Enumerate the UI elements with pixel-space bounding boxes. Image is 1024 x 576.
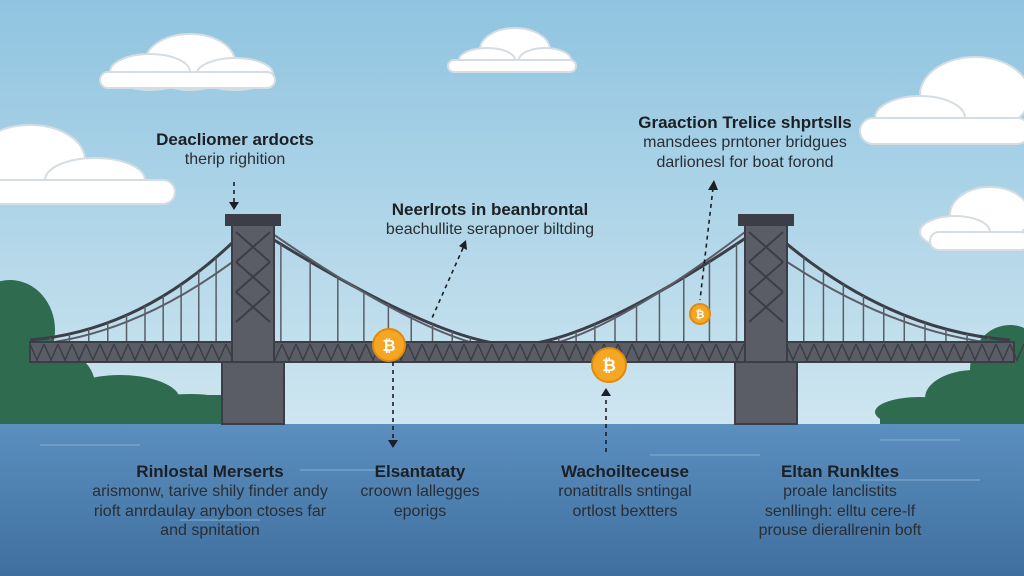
right-bank-trees bbox=[875, 325, 1024, 427]
annotation-top-center: Neerlrots in beanbrontal beachullite ser… bbox=[355, 200, 625, 240]
svg-text:₿: ₿ bbox=[382, 337, 395, 355]
annotation-top-left: Deacliomer ardocts therip righition bbox=[140, 130, 330, 170]
annotation-text: ortlost bextters bbox=[572, 502, 678, 520]
pointer-arrow bbox=[699, 187, 714, 301]
annotation-title: Neerlrots in beanbrontal bbox=[391, 200, 589, 219]
annotation-text: darlionesl for boat forond bbox=[656, 153, 834, 171]
left-tower bbox=[221, 214, 285, 425]
annotation-text: proale lanclistits bbox=[783, 483, 897, 501]
annotation-text: mansdees prntoner bridgues bbox=[643, 134, 847, 152]
annotation-title: Elsantataty bbox=[374, 462, 466, 481]
annotation-title: Deacliomer ardocts bbox=[156, 130, 314, 149]
annotation-text: arismonw, tarive shily finder andy bbox=[92, 483, 328, 501]
right-tower bbox=[734, 214, 798, 425]
bitcoin-coin-icon: ₿ bbox=[689, 303, 711, 325]
water-ripples bbox=[40, 439, 980, 521]
annotation-text: beachullite serapnoer biltding bbox=[385, 221, 595, 239]
annotation-top-right: Graaction Trelice shprtslls mansdees prn… bbox=[620, 113, 870, 172]
cloud bbox=[859, 56, 1024, 145]
annotation-text: and spnitation bbox=[160, 521, 260, 539]
annotation-title: Eltan Runkltes bbox=[780, 462, 900, 481]
svg-text:₿: ₿ bbox=[602, 356, 616, 375]
bitcoin-coin-icon: ₿ bbox=[591, 347, 627, 383]
cloud bbox=[919, 186, 1024, 251]
annotation-text: prouse dierallrenin boft bbox=[758, 521, 922, 539]
cloud bbox=[447, 27, 577, 73]
annotation-title: Wachoilteceuse bbox=[561, 462, 689, 481]
annotation-bottom-1: Rinlostal Merserts arismonw, tarive shil… bbox=[70, 462, 350, 540]
annotation-pointers bbox=[229, 180, 718, 452]
annotation-text: croown lallegges bbox=[360, 483, 480, 501]
bitcoin-coin-icon: ₿ bbox=[372, 328, 406, 362]
bridge-deck bbox=[29, 341, 1024, 363]
annotation-text: rioft anrdaulay anybon ctoses far bbox=[93, 502, 327, 520]
svg-text:₿: ₿ bbox=[696, 309, 705, 321]
annotation-title: Rinlostal Merserts bbox=[136, 462, 284, 481]
cloud bbox=[0, 124, 176, 205]
annotation-text: senllingh: elltu cere-lf bbox=[764, 502, 916, 520]
annotation-bottom-2: Elsantataty croown lallegges eporigs bbox=[340, 462, 500, 521]
annotation-title: Graaction Trelice shprtslls bbox=[638, 113, 852, 132]
annotation-bottom-3: Wachoilteceuse ronatitralls sntingal ort… bbox=[530, 462, 720, 521]
river bbox=[0, 424, 1024, 576]
annotation-text: eporigs bbox=[393, 502, 447, 520]
annotation-text: ronatitralls sntingal bbox=[558, 483, 692, 501]
annotation-bottom-4: Eltan Runkltes proale lanclistits senlli… bbox=[735, 462, 945, 540]
annotation-text: therip righition bbox=[184, 151, 286, 169]
cloud bbox=[99, 33, 276, 91]
